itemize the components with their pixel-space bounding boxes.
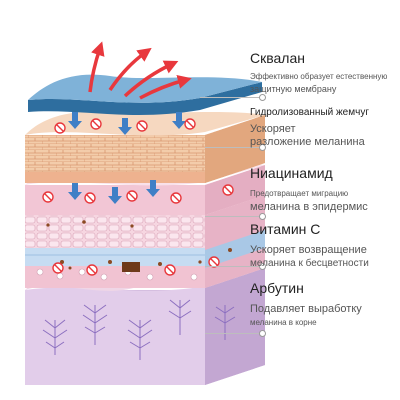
leader-dot-4 [259, 263, 266, 270]
squalane-membrane [28, 74, 262, 115]
leader-line-2 [205, 147, 260, 148]
ingredient-title: Гидролизованный жемчуг [250, 107, 369, 118]
leader-dot-5 [259, 330, 266, 337]
ingredient-desc-line2: меланина в эпидермис [250, 201, 368, 213]
nerve-fibers [42, 299, 236, 360]
label-pearl: Гидролизованный жемчуг Ускоряет разложен… [250, 107, 398, 149]
ingredient-title: Ниацинамид [250, 165, 333, 181]
ingredient-title: Арбутин [250, 280, 304, 296]
ingredient-desc-line1: Предотвращает миграцию [250, 189, 349, 198]
blue-down-arrow-icon [68, 112, 186, 204]
ingredient-title: Сквалан [250, 50, 305, 66]
leader-dot-3 [259, 213, 266, 220]
ingredient-desc-line2: меланина в корне [250, 318, 317, 327]
label-arbutin: Арбутин Подавляет выработку меланина в к… [250, 280, 398, 329]
leader-line-3 [205, 216, 260, 217]
leader-line-5 [205, 333, 260, 334]
ingredient-desc-line1: Ускоряет [250, 123, 296, 135]
ingredient-desc-line1: Ускоряет возвращение [250, 244, 367, 256]
label-niacinamide: Ниацинамид Предотвращает миграцию мелани… [250, 165, 398, 214]
ingredient-desc-line2: меланина к бесцветности [250, 258, 369, 269]
ingredient-desc-line1: Эффективно образует естественную [250, 72, 388, 81]
leader-dot-2 [259, 144, 266, 151]
red-up-arrow-icon [88, 41, 192, 100]
label-squalane: Сквалан Эффективно образует естественную… [250, 50, 398, 96]
ingredient-desc-line2: разложение меланина [250, 136, 365, 148]
prohibit-icon [42, 118, 234, 276]
leader-dot-1 [259, 94, 266, 101]
leader-line-1 [200, 97, 260, 98]
ingredient-desc-line2: защитную мембрану [250, 84, 337, 94]
ingredient-desc-line1: Подавляет выработку [250, 303, 362, 315]
leader-line-4 [205, 266, 260, 267]
ingredient-title: Витамин С [250, 221, 321, 237]
label-vitamin-c: Витамин С Ускоряет возвращение меланина … [250, 221, 398, 270]
melanin-granules [46, 220, 232, 272]
